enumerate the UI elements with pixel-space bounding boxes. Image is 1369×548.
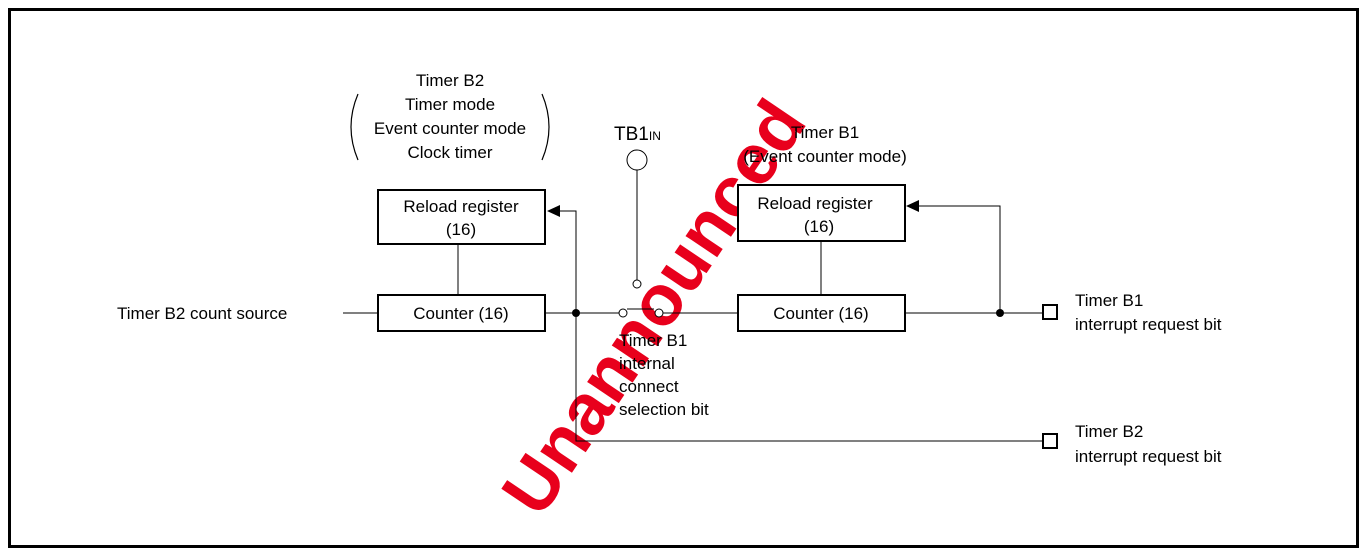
b1-reload-feedback — [918, 205, 1001, 313]
connect-bit-label-3: connect — [619, 377, 679, 396]
timer-b2-interrupt-label-2: interrupt request bit — [1075, 447, 1222, 466]
timer-b2-counter — [377, 294, 546, 332]
b2-reload-feedback — [559, 210, 577, 313]
timer-b2-counter-label: Counter (16) — [413, 304, 508, 323]
tb1in-contact-icon — [632, 279, 642, 289]
connect-bit-label-4: selection bit — [619, 400, 709, 419]
timer-b2-mode-2: Event counter mode — [374, 119, 526, 138]
b2-reload-arrowhead — [547, 205, 560, 217]
b1-reload-arrowhead — [906, 200, 919, 212]
timer-b2-mode-3: Clock timer — [407, 143, 492, 162]
timer-b2-interrupt-bit-icon — [1042, 433, 1058, 449]
tb1in-pin-icon — [626, 149, 648, 171]
timer-b2-title: Timer B2 — [416, 71, 484, 90]
timer-b1-interrupt-label-2: interrupt request bit — [1075, 315, 1222, 334]
timer-b2-reload-width: (16) — [446, 220, 476, 239]
timer-b1-mode: (Event counter mode) — [743, 147, 906, 166]
timer-b2-count-source: Timer B2 count source — [117, 304, 287, 323]
timer-b1-title: Timer B1 — [791, 123, 859, 142]
timer-b-diagram: Unannounced Timer B2 Timer mode Event co… — [117, 71, 1222, 529]
tb1in-label: TB1IN — [614, 124, 661, 145]
timer-b1-interrupt-label-1: Timer B1 — [1075, 291, 1143, 310]
timer-b1-counter-label: Counter (16) — [773, 304, 868, 323]
switch-contact-right-icon — [654, 308, 664, 318]
right-paren — [541, 93, 550, 161]
timer-b2-interrupt-label-1: Timer B2 — [1075, 422, 1143, 441]
timer-b2-reload-label: Reload register — [403, 197, 519, 216]
timer-b1-reload-label: Reload register — [757, 194, 873, 213]
connect-bit-label-2: internal — [619, 354, 675, 373]
timer-b2-mode-1: Timer mode — [405, 95, 495, 114]
switch-contact-left-icon — [618, 308, 628, 318]
connect-bit-label-1: Timer B1 — [619, 331, 687, 350]
timer-b1-reload-width: (16) — [804, 217, 834, 236]
timer-b1-interrupt-bit-icon — [1042, 304, 1058, 320]
left-paren — [350, 93, 359, 161]
timer-b2-reload-register — [377, 189, 546, 245]
b2-interrupt-line — [575, 313, 1043, 442]
diagram-frame — [8, 8, 1359, 548]
